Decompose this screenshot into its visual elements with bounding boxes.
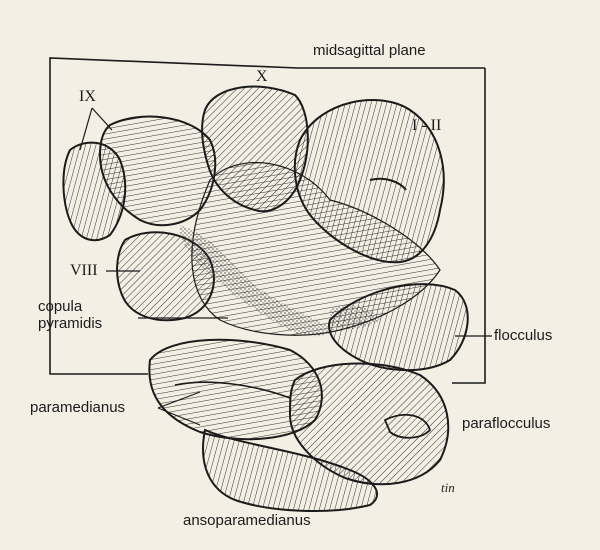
leader-paramedianus-1 [157, 391, 201, 409]
copula-pyramidis-area [179, 225, 335, 337]
leader-ix-2 [79, 107, 93, 151]
label-copula: copula [38, 298, 83, 315]
label-lobule-ix: IX [79, 88, 96, 105]
leader-ix-1 [91, 107, 113, 131]
label-lobule-x: X [256, 68, 268, 85]
lobule-i-ii [293, 99, 445, 264]
label-pyramidis: pyramidis [38, 315, 103, 332]
ansoparamedianus-shape [202, 428, 378, 513]
label-ansoparamedianus: ansoparamedianus [183, 512, 311, 529]
label-paraflocculus: paraflocculus [462, 415, 551, 432]
label-lobule-i-ii: I - II [412, 117, 442, 134]
leader-paramedianus-2 [157, 407, 201, 426]
lobule-viii [116, 231, 215, 322]
label-flocculus: flocculus [494, 327, 553, 344]
label-lobule-viii: VIII [70, 262, 98, 279]
lobule-ix-b [62, 141, 127, 242]
label-paramedianus: paramedianus [30, 399, 126, 416]
midsagittal-plane-frame [49, 57, 486, 384]
paraflocculus-shape [288, 362, 450, 486]
artist-signature: tin [441, 480, 455, 495]
label-midsagittal-plane: midsagittal plane [313, 42, 426, 59]
flocculus-shape [328, 283, 469, 372]
